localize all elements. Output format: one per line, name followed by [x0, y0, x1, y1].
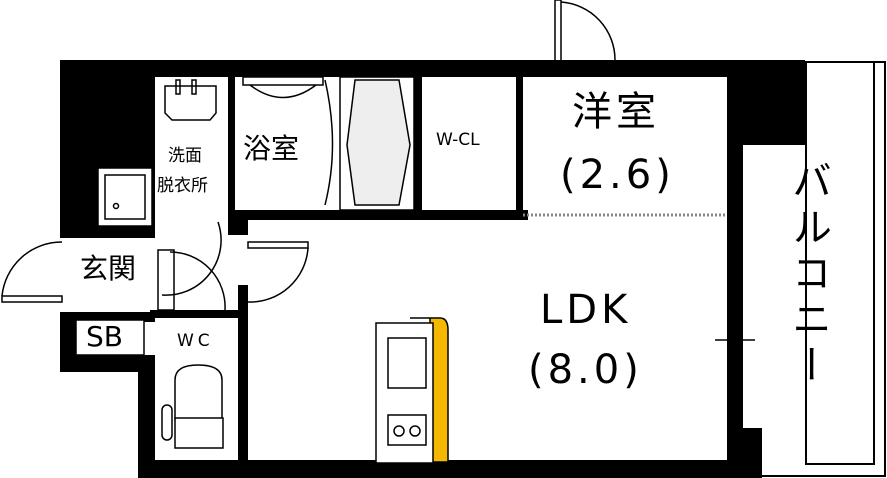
balcony-label: バルコニー: [785, 160, 831, 390]
ldk-size: (8.0): [528, 347, 643, 393]
western-room-label: 洋室: [572, 89, 660, 135]
kitchen-counter: [375, 317, 449, 464]
bathtub: [242, 76, 415, 211]
entrance-label: 玄関: [80, 252, 137, 285]
western-room-size: (2.6): [560, 152, 675, 198]
ldk-label: LDK: [540, 287, 632, 333]
wash-basin: [155, 77, 228, 210]
walls: [60, 60, 805, 478]
shoe-box: [75, 319, 145, 356]
closet-label: W-CL: [436, 130, 480, 150]
toilet-label: WC: [177, 331, 214, 351]
ldk-door[interactable]: [247, 241, 309, 303]
wc-door[interactable]: [157, 221, 226, 311]
bathroom-label: 浴室: [243, 132, 300, 165]
washroom-label-1: 洗面: [168, 146, 202, 166]
western-room-door[interactable]: [554, 0, 616, 71]
washroom-label-2: 脱衣所: [157, 176, 208, 196]
entrance-door[interactable]: [1, 241, 63, 303]
washer-pan: [97, 167, 153, 227]
shoe-box-label: SB: [86, 320, 123, 353]
toilet: [161, 364, 224, 449]
window: [715, 250, 755, 428]
